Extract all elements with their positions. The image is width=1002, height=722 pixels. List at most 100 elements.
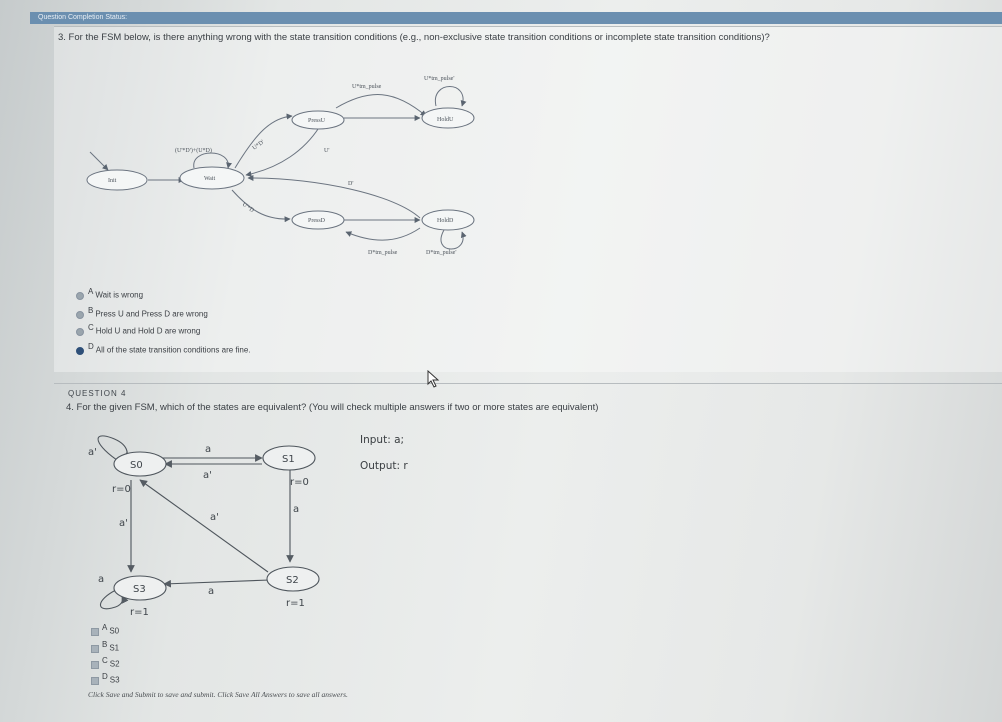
q3-holdd-to-pressd-arrow — [345, 227, 421, 241]
q4-choice-d-text: S3 — [109, 675, 120, 685]
q3-pressu-to-holdu-arrow — [335, 94, 427, 117]
q4-choice-c-checkbox[interactable] — [91, 660, 99, 669]
q4-choice-b-letter: B — [102, 640, 108, 649]
q4-output-label: Output: r — [360, 460, 408, 472]
q3-state-init — [86, 169, 148, 191]
q4-choice-b-text: S1 — [109, 643, 120, 653]
q4-s3-loop-arc — [99, 589, 117, 610]
question-4-prompt: 4. For the given FSM, which of the state… — [66, 402, 599, 413]
q3-pressd-to-wait-arrow — [247, 175, 421, 219]
q4-s3-output: r=1 — [130, 607, 149, 618]
q3-pressd-to-holdd-condition: D*tm_pulse — [368, 250, 398, 256]
q3-choice-a-letter: A — [88, 287, 94, 296]
q4-s2-to-s3-condition: a — [208, 586, 214, 597]
q3-choice-b-radio[interactable] — [76, 310, 84, 319]
q4-state-s0 — [113, 451, 167, 477]
question-4-heading: QUESTION 4 — [68, 389, 127, 398]
q3-wait-to-pressu-condition: U*D' — [252, 139, 266, 151]
q4-state-s1 — [262, 445, 316, 471]
q3-state-pressd — [291, 210, 345, 230]
q4-s0-output: r=0 — [112, 484, 131, 495]
q3-fsm-labels: Init Wait PressU HoldU PressD HoldD (U'*… — [108, 76, 456, 256]
q4-s1-to-s0-condition: a' — [203, 470, 212, 481]
q3-holdd-label: HoldD — [437, 218, 454, 224]
q4-s3-loop-arrow — [111, 595, 129, 609]
q4-choice-c-text: S2 — [109, 659, 120, 669]
mouse-pointer-icon — [427, 370, 440, 388]
q3-pressu-label: PressU — [308, 118, 326, 124]
q3-state-wait — [179, 166, 245, 190]
q4-s0-label: S0 — [130, 460, 143, 471]
q3-holdd-loop-condition: D*tm_pulse' — [426, 250, 456, 256]
q3-holdu-label: HoldU — [437, 117, 454, 123]
completion-status-label: Question Completion Status: — [38, 14, 128, 21]
q3-wait-loop-arrow — [193, 152, 232, 169]
q4-s0-loop-condition: a' — [88, 447, 97, 458]
q3-choice-c-letter: C — [88, 323, 94, 332]
q3-wait-loop-condition: (U'*D')+(U*D) — [175, 147, 212, 154]
q3-pressu-to-wait-arrow — [245, 125, 321, 177]
q4-choice-a-letter: A — [102, 623, 108, 632]
q3-choice-b-letter: B — [88, 306, 94, 315]
q4-input-label: Input: a; — [360, 434, 405, 446]
completion-status-bar[interactable]: Question Completion Status: — [30, 12, 1002, 24]
q4-choice-b-checkbox[interactable] — [91, 644, 99, 653]
q4-s2-to-s3-arrow — [163, 579, 271, 588]
q3-choice-c-radio[interactable] — [76, 327, 84, 336]
q3-state-pressu — [291, 110, 345, 130]
q4-s3-loop-condition: a — [98, 574, 104, 585]
q3-wait-to-pressu-arrow — [234, 113, 293, 169]
q3-pressu-to-wait-condition: U' — [324, 148, 329, 154]
q4-s0-to-s3-condition: a' — [119, 518, 128, 529]
q3-choice-d-text: All of the state transition conditions a… — [95, 345, 251, 355]
q3-fsm-diagram — [86, 86, 475, 250]
q4-choice-d-letter: D — [102, 672, 108, 681]
q4-fsm-diagram — [97, 435, 320, 610]
q4-s1-output: r=0 — [290, 477, 309, 488]
q3-choice-b-text: Press U and Press D are wrong — [95, 309, 208, 319]
q3-init-label: Init — [108, 178, 117, 184]
q4-choice-a-text: S0 — [109, 626, 120, 636]
q3-state-holdd — [421, 209, 475, 231]
q4-s1-to-s2-condition: a — [293, 504, 299, 515]
q3-choice-d-letter: D — [88, 342, 94, 351]
q3-state-holdu — [421, 107, 475, 129]
q3-choice-c-text: Hold U and Hold D are wrong — [95, 326, 201, 336]
q3-choice-a-radio[interactable] — [76, 291, 84, 300]
q4-s2-output: r=1 — [286, 598, 305, 609]
q3-pressd-label: PressD — [308, 218, 326, 224]
q4-s0-to-s1-condition: a — [205, 444, 211, 455]
q4-s0-loop-arc — [97, 435, 121, 463]
q4-state-s3 — [113, 575, 167, 601]
question-divider — [54, 383, 1002, 384]
q3-choice-a-text: Wait is wrong — [95, 290, 144, 300]
question-3-prompt: 3. For the FSM below, is there anything … — [58, 32, 770, 43]
q4-choice-d-checkbox[interactable] — [91, 676, 99, 685]
q4-s3-label: S3 — [133, 584, 146, 595]
q4-s2-to-s0-arrow — [139, 479, 269, 573]
footer-instructions: Click Save and Submit to save and submit… — [88, 690, 348, 699]
q4-s2-label: S2 — [286, 575, 299, 586]
q3-wait-to-pressd-condition: U'*D — [241, 202, 255, 215]
q3-holdd-loop-arrow — [440, 229, 467, 250]
q3-wait-to-pressd-arrow — [231, 189, 291, 223]
q4-choice-c-letter: C — [102, 656, 108, 665]
q3-pressd-to-wait-condition: D' — [348, 181, 353, 187]
q3-entry-arrow — [89, 151, 109, 171]
q3-choice-d-radio-selected[interactable] — [76, 346, 84, 355]
q4-s2-to-s0-condition: a' — [210, 512, 219, 523]
q4-choice-a-checkbox[interactable] — [91, 627, 99, 636]
q4-s1-label: S1 — [282, 454, 295, 465]
q3-wait-label: Wait — [204, 176, 216, 182]
q3-pressu-to-holdu-condition: U*tm_pulse — [352, 84, 382, 90]
